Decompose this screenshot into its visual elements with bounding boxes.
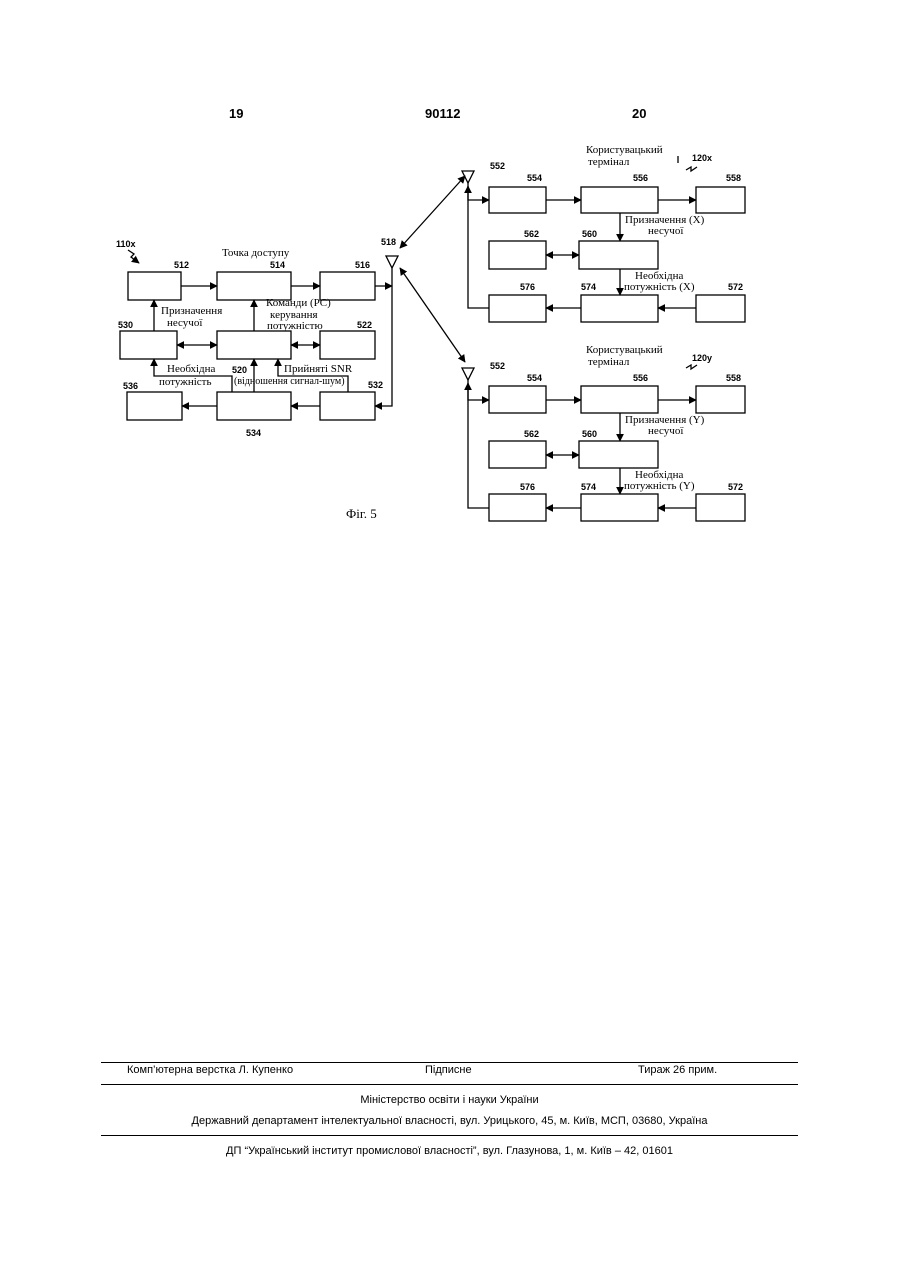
tx-block-556 <box>581 187 658 213</box>
ap-carrier-assign-line2: несучої <box>167 317 203 329</box>
label-520: 520 <box>232 365 247 375</box>
ap-req-power-line2: потужність <box>159 376 212 388</box>
footer-department: Державний департамент інтелектуальної вл… <box>101 1115 798 1127</box>
tx-block-572 <box>696 295 745 322</box>
label-532: 532 <box>368 380 383 390</box>
ty-title-line1: Користувацький <box>586 344 663 356</box>
ty-title-line2: термінал <box>588 356 630 368</box>
footer-institute: ДП “Український інститут промислової вла… <box>101 1145 798 1157</box>
ty-ref: 120y <box>692 353 712 363</box>
ap-carrier-assign-line1: Призначення <box>161 305 222 317</box>
ty-block-556 <box>581 386 658 413</box>
tx-title-line1: Користувацький <box>586 144 663 156</box>
tx-label-558: 558 <box>726 173 741 183</box>
label-530: 530 <box>118 320 133 330</box>
tx-block-576 <box>489 295 546 322</box>
ty-label-552: 552 <box>490 361 505 371</box>
ty-assign-line2: несучої <box>648 425 684 437</box>
tx-block-558 <box>696 187 745 213</box>
footer-rule-top <box>101 1062 798 1063</box>
label-516: 516 <box>355 260 370 270</box>
ap-snr-line1: Прийняті SNR <box>284 363 353 375</box>
tx-assign-line2: несучої <box>648 225 684 237</box>
ty-block-572 <box>696 494 745 521</box>
tx-label-556: 556 <box>633 173 648 183</box>
ty-block-576 <box>489 494 546 521</box>
tx-label-560: 560 <box>582 229 597 239</box>
block-522 <box>320 331 375 359</box>
footer-ministry: Міністерство освіти і науки України <box>101 1094 798 1106</box>
tx-power-line2: потужність (X) <box>624 281 695 293</box>
tx-label-552: 552 <box>490 161 505 171</box>
ap-req-power-line1: Необхідна <box>167 363 216 375</box>
tx-label-576: 576 <box>520 282 535 292</box>
tx-block-574 <box>581 295 658 322</box>
ty-label-554: 554 <box>527 373 542 383</box>
block-512 <box>128 272 181 300</box>
ty-block-562 <box>489 441 546 468</box>
ty-label-560: 560 <box>582 429 597 439</box>
figure-caption: Фіг. 5 <box>346 506 377 521</box>
ty-block-574 <box>581 494 658 521</box>
block-530 <box>120 331 177 359</box>
footer-signed: Підписне <box>425 1064 472 1076</box>
label-514: 514 <box>270 260 285 270</box>
ty-label-558: 558 <box>726 373 741 383</box>
figure-5-diagram: Точка доступу 110x 512 514 516 518 530 5… <box>0 0 901 560</box>
ref-110x: 110x <box>116 239 136 249</box>
access-point-title: Точка доступу <box>222 247 290 259</box>
label-512: 512 <box>174 260 189 270</box>
ap-pc-cmd-line3: потужністю <box>267 320 323 332</box>
tx-label-574: 574 <box>581 282 596 292</box>
ty-block-558 <box>696 386 745 413</box>
label-522: 522 <box>357 320 372 330</box>
tx-block-562 <box>489 241 546 269</box>
tx-label-554: 554 <box>527 173 542 183</box>
block-514 <box>217 272 291 300</box>
footer-circulation: Тираж 26 прим. <box>638 1064 717 1076</box>
ty-label-574: 574 <box>581 482 596 492</box>
ty-power-line2: потужність (Y) <box>624 480 695 492</box>
label-534: 534 <box>246 428 261 438</box>
ty-block-560 <box>579 441 658 468</box>
footer-rule-mid <box>101 1084 798 1085</box>
ty-label-562: 562 <box>524 429 539 439</box>
tx-label-572: 572 <box>728 282 743 292</box>
tx-ref: 120x <box>692 153 712 163</box>
label-536: 536 <box>123 381 138 391</box>
ty-block-554 <box>489 386 546 413</box>
tx-block-554 <box>489 187 546 213</box>
block-536 <box>127 392 182 420</box>
ty-label-556: 556 <box>633 373 648 383</box>
tx-title-line2: термінал <box>588 156 630 168</box>
ty-label-576: 576 <box>520 482 535 492</box>
tx-block-560 <box>579 241 658 269</box>
ap-snr-line2: (відношення сигнал-шум) <box>234 376 345 387</box>
block-520 <box>217 331 291 359</box>
ty-label-572: 572 <box>728 482 743 492</box>
tx-label-562: 562 <box>524 229 539 239</box>
block-516 <box>320 272 375 300</box>
label-518: 518 <box>381 237 396 247</box>
footer-rule-bottom <box>101 1135 798 1136</box>
ap-pc-cmd-line1: Команди (PC) <box>266 297 331 309</box>
block-534 <box>217 392 291 420</box>
footer-layout-credit: Комп’ютерна верстка Л. Купенко <box>127 1064 293 1076</box>
block-532 <box>320 392 375 420</box>
